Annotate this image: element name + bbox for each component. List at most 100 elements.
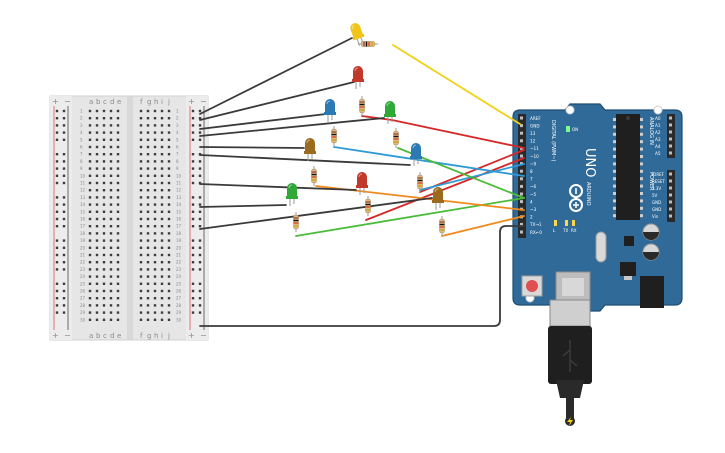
breadboard-hole[interactable] xyxy=(95,297,99,300)
rail-hole[interactable] xyxy=(191,131,195,134)
rail-hole[interactable] xyxy=(55,109,59,113)
digital-pin[interactable] xyxy=(520,230,523,234)
breadboard-hole[interactable] xyxy=(109,239,113,242)
breadboard-hole[interactable] xyxy=(167,275,171,278)
breadboard-hole[interactable] xyxy=(139,275,143,278)
breadboard-hole[interactable] xyxy=(88,124,92,127)
led[interactable] xyxy=(304,138,316,161)
wire-ground[interactable] xyxy=(199,37,353,115)
rail-hole[interactable] xyxy=(198,109,202,113)
breadboard-hole[interactable] xyxy=(153,145,157,149)
breadboard-hole[interactable] xyxy=(116,232,120,235)
breadboard-hole[interactable] xyxy=(116,318,120,321)
breadboard-hole[interactable] xyxy=(102,253,106,257)
breadboard-hole[interactable] xyxy=(102,225,106,228)
breadboard-hole[interactable] xyxy=(146,217,150,221)
led[interactable] xyxy=(432,187,444,210)
breadboard-hole[interactable] xyxy=(109,268,113,271)
rail-hole[interactable] xyxy=(62,138,66,141)
rail-hole[interactable] xyxy=(198,253,202,257)
breadboard-hole[interactable] xyxy=(116,138,120,141)
breadboard-hole[interactable] xyxy=(153,225,157,228)
wire-ground[interactable] xyxy=(199,204,287,208)
resistor[interactable] xyxy=(393,128,399,148)
breadboard-hole[interactable] xyxy=(167,145,171,149)
breadboard-hole[interactable] xyxy=(153,318,157,321)
breadboard-hole[interactable] xyxy=(160,138,164,141)
breadboard-hole[interactable] xyxy=(153,239,157,242)
breadboard-hole[interactable] xyxy=(146,210,150,213)
breadboard-hole[interactable] xyxy=(116,196,120,199)
rail-hole[interactable] xyxy=(55,160,59,163)
breadboard-hole[interactable] xyxy=(146,275,150,278)
breadboard-hole[interactable] xyxy=(146,304,150,307)
rail-hole[interactable] xyxy=(62,246,66,249)
breadboard-hole[interactable] xyxy=(95,181,99,185)
breadboard-hole[interactable] xyxy=(153,196,157,199)
resistor[interactable] xyxy=(365,196,371,216)
rail-hole[interactable] xyxy=(191,239,195,242)
breadboard-hole[interactable] xyxy=(153,210,157,213)
breadboard-hole[interactable] xyxy=(116,131,120,134)
power-pin[interactable] xyxy=(669,172,672,176)
rail-hole[interactable] xyxy=(198,297,202,300)
breadboard-hole[interactable] xyxy=(88,138,92,141)
breadboard-hole[interactable] xyxy=(116,153,120,156)
breadboard-hole[interactable] xyxy=(88,203,92,206)
power-pin[interactable] xyxy=(669,200,672,204)
breadboard-hole[interactable] xyxy=(102,153,106,156)
digital-pin[interactable] xyxy=(520,131,523,135)
breadboard-hole[interactable] xyxy=(139,160,143,163)
breadboard-hole[interactable] xyxy=(102,160,106,163)
breadboard-hole[interactable] xyxy=(167,117,171,120)
breadboard-hole[interactable] xyxy=(160,304,164,307)
breadboard-hole[interactable] xyxy=(109,203,113,206)
rail-hole[interactable] xyxy=(198,160,202,163)
breadboard-hole[interactable] xyxy=(160,246,164,249)
resistor[interactable] xyxy=(293,212,299,232)
power-pin[interactable] xyxy=(669,207,672,211)
wire-ground[interactable] xyxy=(199,225,525,327)
breadboard-hole[interactable] xyxy=(167,167,171,170)
breadboard-hole[interactable] xyxy=(153,174,157,177)
breadboard-hole[interactable] xyxy=(116,210,120,213)
breadboard-hole[interactable] xyxy=(88,160,92,163)
breadboard-hole[interactable] xyxy=(95,210,99,213)
rail-hole[interactable] xyxy=(198,289,202,293)
resistor[interactable] xyxy=(331,126,337,146)
breadboard-hole[interactable] xyxy=(102,181,106,185)
breadboard-hole[interactable] xyxy=(153,109,157,113)
breadboard-hole[interactable] xyxy=(167,311,171,314)
digital-pin[interactable] xyxy=(520,154,523,158)
breadboard[interactable]: + − + − + − + − a b c d e f g h i j a b … xyxy=(49,95,209,341)
breadboard-hole[interactable] xyxy=(88,297,92,300)
breadboard-hole[interactable] xyxy=(167,160,171,163)
breadboard-hole[interactable] xyxy=(95,253,99,257)
breadboard-hole[interactable] xyxy=(160,145,164,149)
breadboard-hole[interactable] xyxy=(146,189,150,192)
wire-ground[interactable] xyxy=(199,117,385,137)
leds[interactable] xyxy=(286,21,444,210)
breadboard-hole[interactable] xyxy=(116,203,120,206)
breadboard-hole[interactable] xyxy=(167,210,171,213)
rail-hole[interactable] xyxy=(198,167,202,170)
rail-hole[interactable] xyxy=(62,225,66,228)
wire-ground[interactable] xyxy=(199,154,411,166)
rail-hole[interactable] xyxy=(55,261,59,264)
breadboard-hole[interactable] xyxy=(139,297,143,300)
breadboard-hole[interactable] xyxy=(95,131,99,134)
breadboard-hole[interactable] xyxy=(146,145,150,149)
breadboard-hole[interactable] xyxy=(102,131,106,134)
breadboard-hole[interactable] xyxy=(139,131,143,134)
breadboard-hole[interactable] xyxy=(153,117,157,120)
rail-hole[interactable] xyxy=(198,261,202,264)
breadboard-hole[interactable] xyxy=(139,239,143,242)
breadboard-hole[interactable] xyxy=(139,318,143,321)
breadboard-hole[interactable] xyxy=(167,138,171,141)
breadboard-hole[interactable] xyxy=(116,282,120,285)
breadboard-hole[interactable] xyxy=(95,232,99,235)
breadboard-hole[interactable] xyxy=(139,109,143,113)
breadboard-hole[interactable] xyxy=(146,311,150,314)
led[interactable] xyxy=(286,183,298,206)
resistor[interactable] xyxy=(439,216,445,236)
